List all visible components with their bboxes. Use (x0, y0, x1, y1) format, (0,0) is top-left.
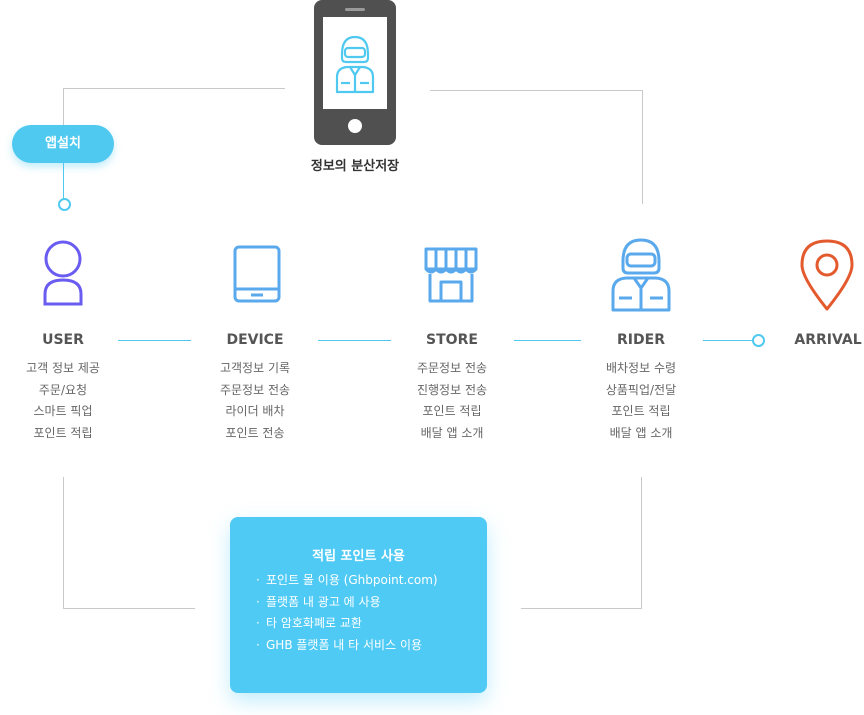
node-desc-line: 스마트 픽업 (33, 404, 93, 418)
node-desc-line: 라이더 배차 (225, 404, 285, 418)
list-item: · 포인트 몰 이용 (Ghbpoint.com) (256, 570, 438, 592)
node-desc-line: 주문정보 전송 (416, 361, 488, 375)
node-desc-line: 포인트 전송 (225, 425, 285, 440)
phone-caption: 정보의 분산저장 (310, 159, 400, 174)
connector-top-right-v (642, 90, 643, 204)
node-desc-device: 고객정보 기록 주문정보 전송 라이더 배차 포인트 전송 (185, 358, 325, 444)
connector-top-left-v (63, 88, 64, 126)
connector-rider-arrival (703, 340, 753, 341)
node-desc-store: 주문정보 전송 진행정보 전송 포인트 적립 배달 앱 소개 (382, 358, 522, 444)
points-usage-list: ·포인트 몰 이용 (Ghbpoint.com) ·플랫폼 내 광고 에 사용 … (256, 570, 438, 656)
list-item: · 플랫폼 내 광고 에 사용 (256, 592, 438, 614)
points-card-title: 적립 포인트 사용 (312, 549, 405, 564)
node-desc-line: 포인트 적립 (422, 404, 482, 418)
tablet-icon (233, 245, 281, 303)
node-desc-line: 상품픽업/전달 (605, 382, 677, 397)
connector-bottom-right-h (521, 608, 642, 609)
arrival-dot (752, 334, 765, 347)
connector-top-left-h (63, 88, 285, 89)
list-item-text: GHB 플랫폼 내 타 서비스 이용 (266, 637, 423, 652)
store-icon (424, 247, 478, 303)
list-item: · GHB 플랫폼 내 타 서비스 이용 (256, 635, 438, 657)
location-pin-icon (800, 239, 854, 311)
node-desc-line: 포인트 적립 (611, 404, 671, 418)
node-desc-line: 진행정보 전송 (416, 382, 488, 397)
list-item-text: 플랫폼 내 광고 에 사용 (266, 594, 381, 609)
rider-icon (335, 35, 375, 94)
phone-speaker (345, 8, 365, 11)
bullet: · (256, 637, 260, 652)
node-desc-user: 고객 정보 제공 주문/요청 스마트 픽업 포인트 적립 (0, 358, 133, 444)
pill-dot (58, 198, 71, 211)
connector-bottom-left-h (63, 608, 195, 609)
list-item-text: 타 암호화폐로 교환 (266, 616, 362, 630)
user-icon (43, 240, 83, 306)
phone-home-button (348, 119, 362, 133)
node-title-rider: RIDER (617, 332, 665, 348)
node-title-arrival: ARRIVAL (794, 332, 862, 348)
node-desc-line: 배달 앱 소개 (420, 425, 484, 440)
connector-store-rider (514, 340, 581, 341)
node-desc-line: 고객 정보 제공 (26, 361, 100, 375)
node-desc-line: 배달 앱 소개 (609, 425, 673, 440)
node-desc-rider: 배차정보 수령 상품픽업/전달 포인트 적립 배달 앱 소개 (571, 358, 711, 444)
connector-user-device (118, 340, 191, 341)
bullet: · (256, 594, 260, 609)
node-title-device: DEVICE (226, 332, 284, 348)
bullet: · (256, 573, 260, 587)
node-title-user: USER (42, 332, 84, 348)
node-desc-line: 배차정보 수령 (605, 361, 677, 375)
connector-top-right-h (430, 90, 643, 91)
node-desc-line: 주문/요청 (38, 382, 88, 397)
connector-bottom-left-v (63, 477, 64, 609)
node-desc-line: 고객정보 기록 (219, 361, 291, 375)
list-item-text: 포인트 몰 이용 (Ghbpoint.com) (266, 573, 438, 587)
points-usage-card: 적립 포인트 사용 · 포인트 몰 이용 (Ghbpoint.com) · 플랫폼 … (230, 517, 487, 693)
connector-device-store (318, 340, 391, 341)
node-desc-line: 주문정보 전송 (219, 382, 291, 397)
rider-icon (611, 238, 671, 312)
connector-bottom-right-v (641, 477, 642, 609)
bullet: · (256, 616, 260, 630)
node-title-store: STORE (426, 332, 478, 348)
list-item: · 타 암호화폐로 교환 (256, 613, 438, 635)
node-desc-line: 포인트 적립 (33, 425, 93, 440)
smartphone (314, 0, 396, 145)
install-app-badge: 앱설치 (12, 125, 114, 163)
phone-screen (323, 17, 387, 109)
connector-pill-to-dot (63, 163, 64, 199)
